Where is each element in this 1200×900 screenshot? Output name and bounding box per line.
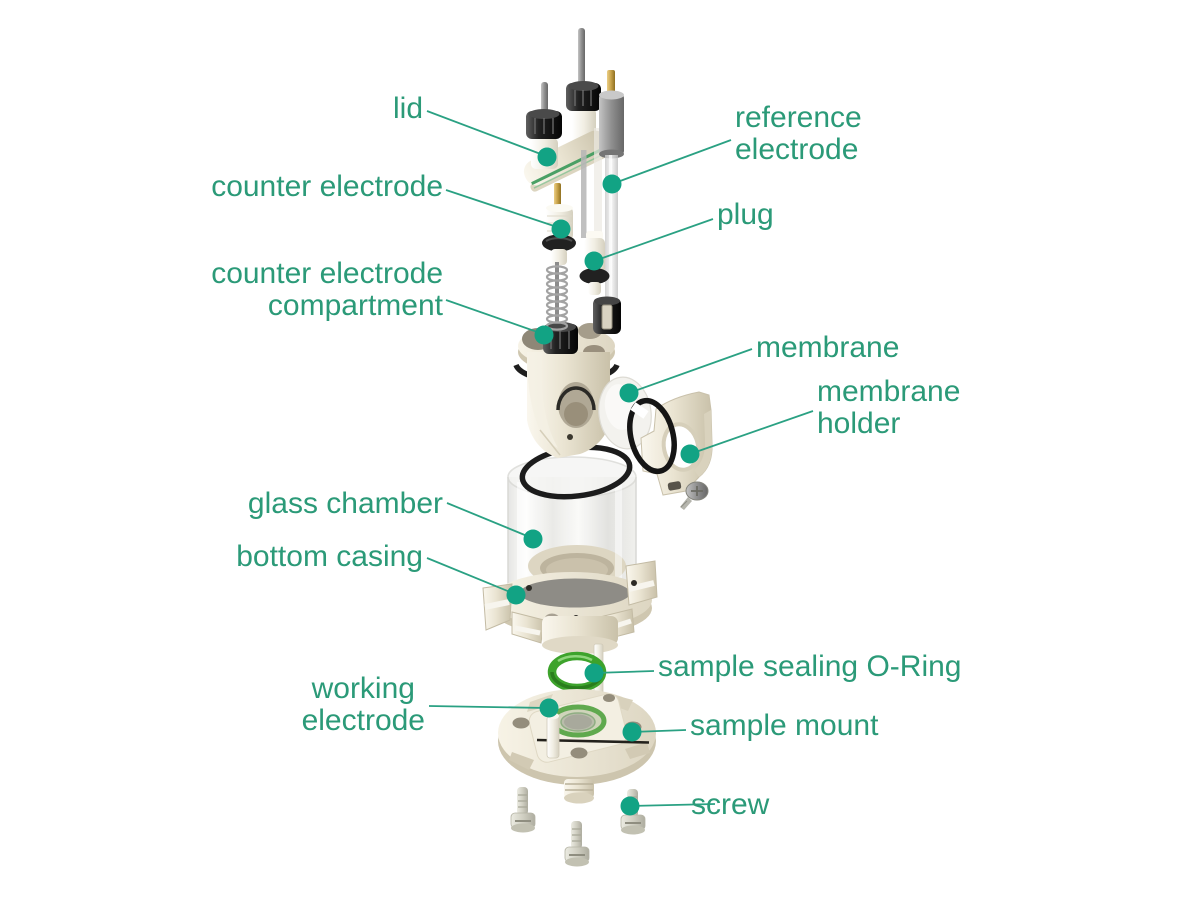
label-glass-chamber: glass chamber: [247, 487, 443, 520]
leader-dot: [584, 251, 604, 271]
leader-dot: [619, 383, 639, 403]
sample-mount-graphic: [498, 689, 656, 804]
reference-electrode-graphic: [599, 70, 624, 302]
leader-membrane: [619, 348, 753, 403]
leader-plug: [584, 218, 714, 271]
label-lid: lid: [392, 92, 423, 125]
holder-screw-graphic: [680, 481, 709, 510]
leader-bottom-casing: [426, 557, 526, 605]
leader-dot: [534, 325, 554, 345]
label-bottom-casing: bottom casing: [236, 540, 423, 573]
counter-electrode-cap-spring-graphic: [543, 265, 578, 354]
label-plug: plug: [717, 198, 774, 231]
screw-graphic: [510, 787, 536, 833]
screw-graphic: [564, 821, 590, 867]
label-sample-sealing-oring: sample sealing O-Ring: [658, 650, 962, 683]
leader-glass-chamber: [446, 502, 543, 549]
label-membrane: membrane: [756, 331, 900, 364]
label-counter-electrode: counter electrode: [211, 170, 443, 203]
leader-dot: [620, 796, 640, 816]
label-reference-electrode: reference electrode: [735, 101, 862, 166]
bottom-casing-graphic: [482, 560, 658, 654]
screws-graphic: [510, 787, 646, 867]
leader-dot: [551, 219, 571, 239]
leader-dot: [537, 147, 557, 167]
leader-membrane-holder: [680, 410, 814, 464]
label-working-electrode: working electrode: [301, 672, 425, 737]
leader-reference-electrode: [602, 139, 732, 194]
reference-electrode-cap-graphic: [593, 296, 621, 334]
leader-compartment: [445, 299, 554, 345]
label-sample-mount: sample mount: [690, 709, 879, 742]
label-counter-electrode-compartment: counter electrode compartment: [211, 257, 443, 322]
leader-lines: [426, 110, 814, 816]
label-screw: screw: [691, 788, 770, 821]
working-electrode-rod-graphic: [546, 712, 560, 759]
leader-dot: [539, 698, 559, 718]
leader-dot: [622, 722, 642, 742]
leader-lid: [426, 110, 557, 167]
leader-dot: [584, 663, 604, 683]
membrane-oring-graphic: [627, 397, 677, 475]
leader-sealing-oring: [584, 663, 655, 683]
leader-dot: [506, 585, 526, 605]
leader-dot: [523, 529, 543, 549]
leader-working-electrode: [428, 698, 559, 718]
leader-sample-mount: [622, 722, 687, 742]
leader-dot: [680, 444, 700, 464]
label-membrane-holder: membrane holder: [817, 375, 961, 440]
leader-dot: [602, 174, 622, 194]
leader-screw: [620, 796, 716, 816]
leader-counter-electrode: [445, 189, 571, 239]
